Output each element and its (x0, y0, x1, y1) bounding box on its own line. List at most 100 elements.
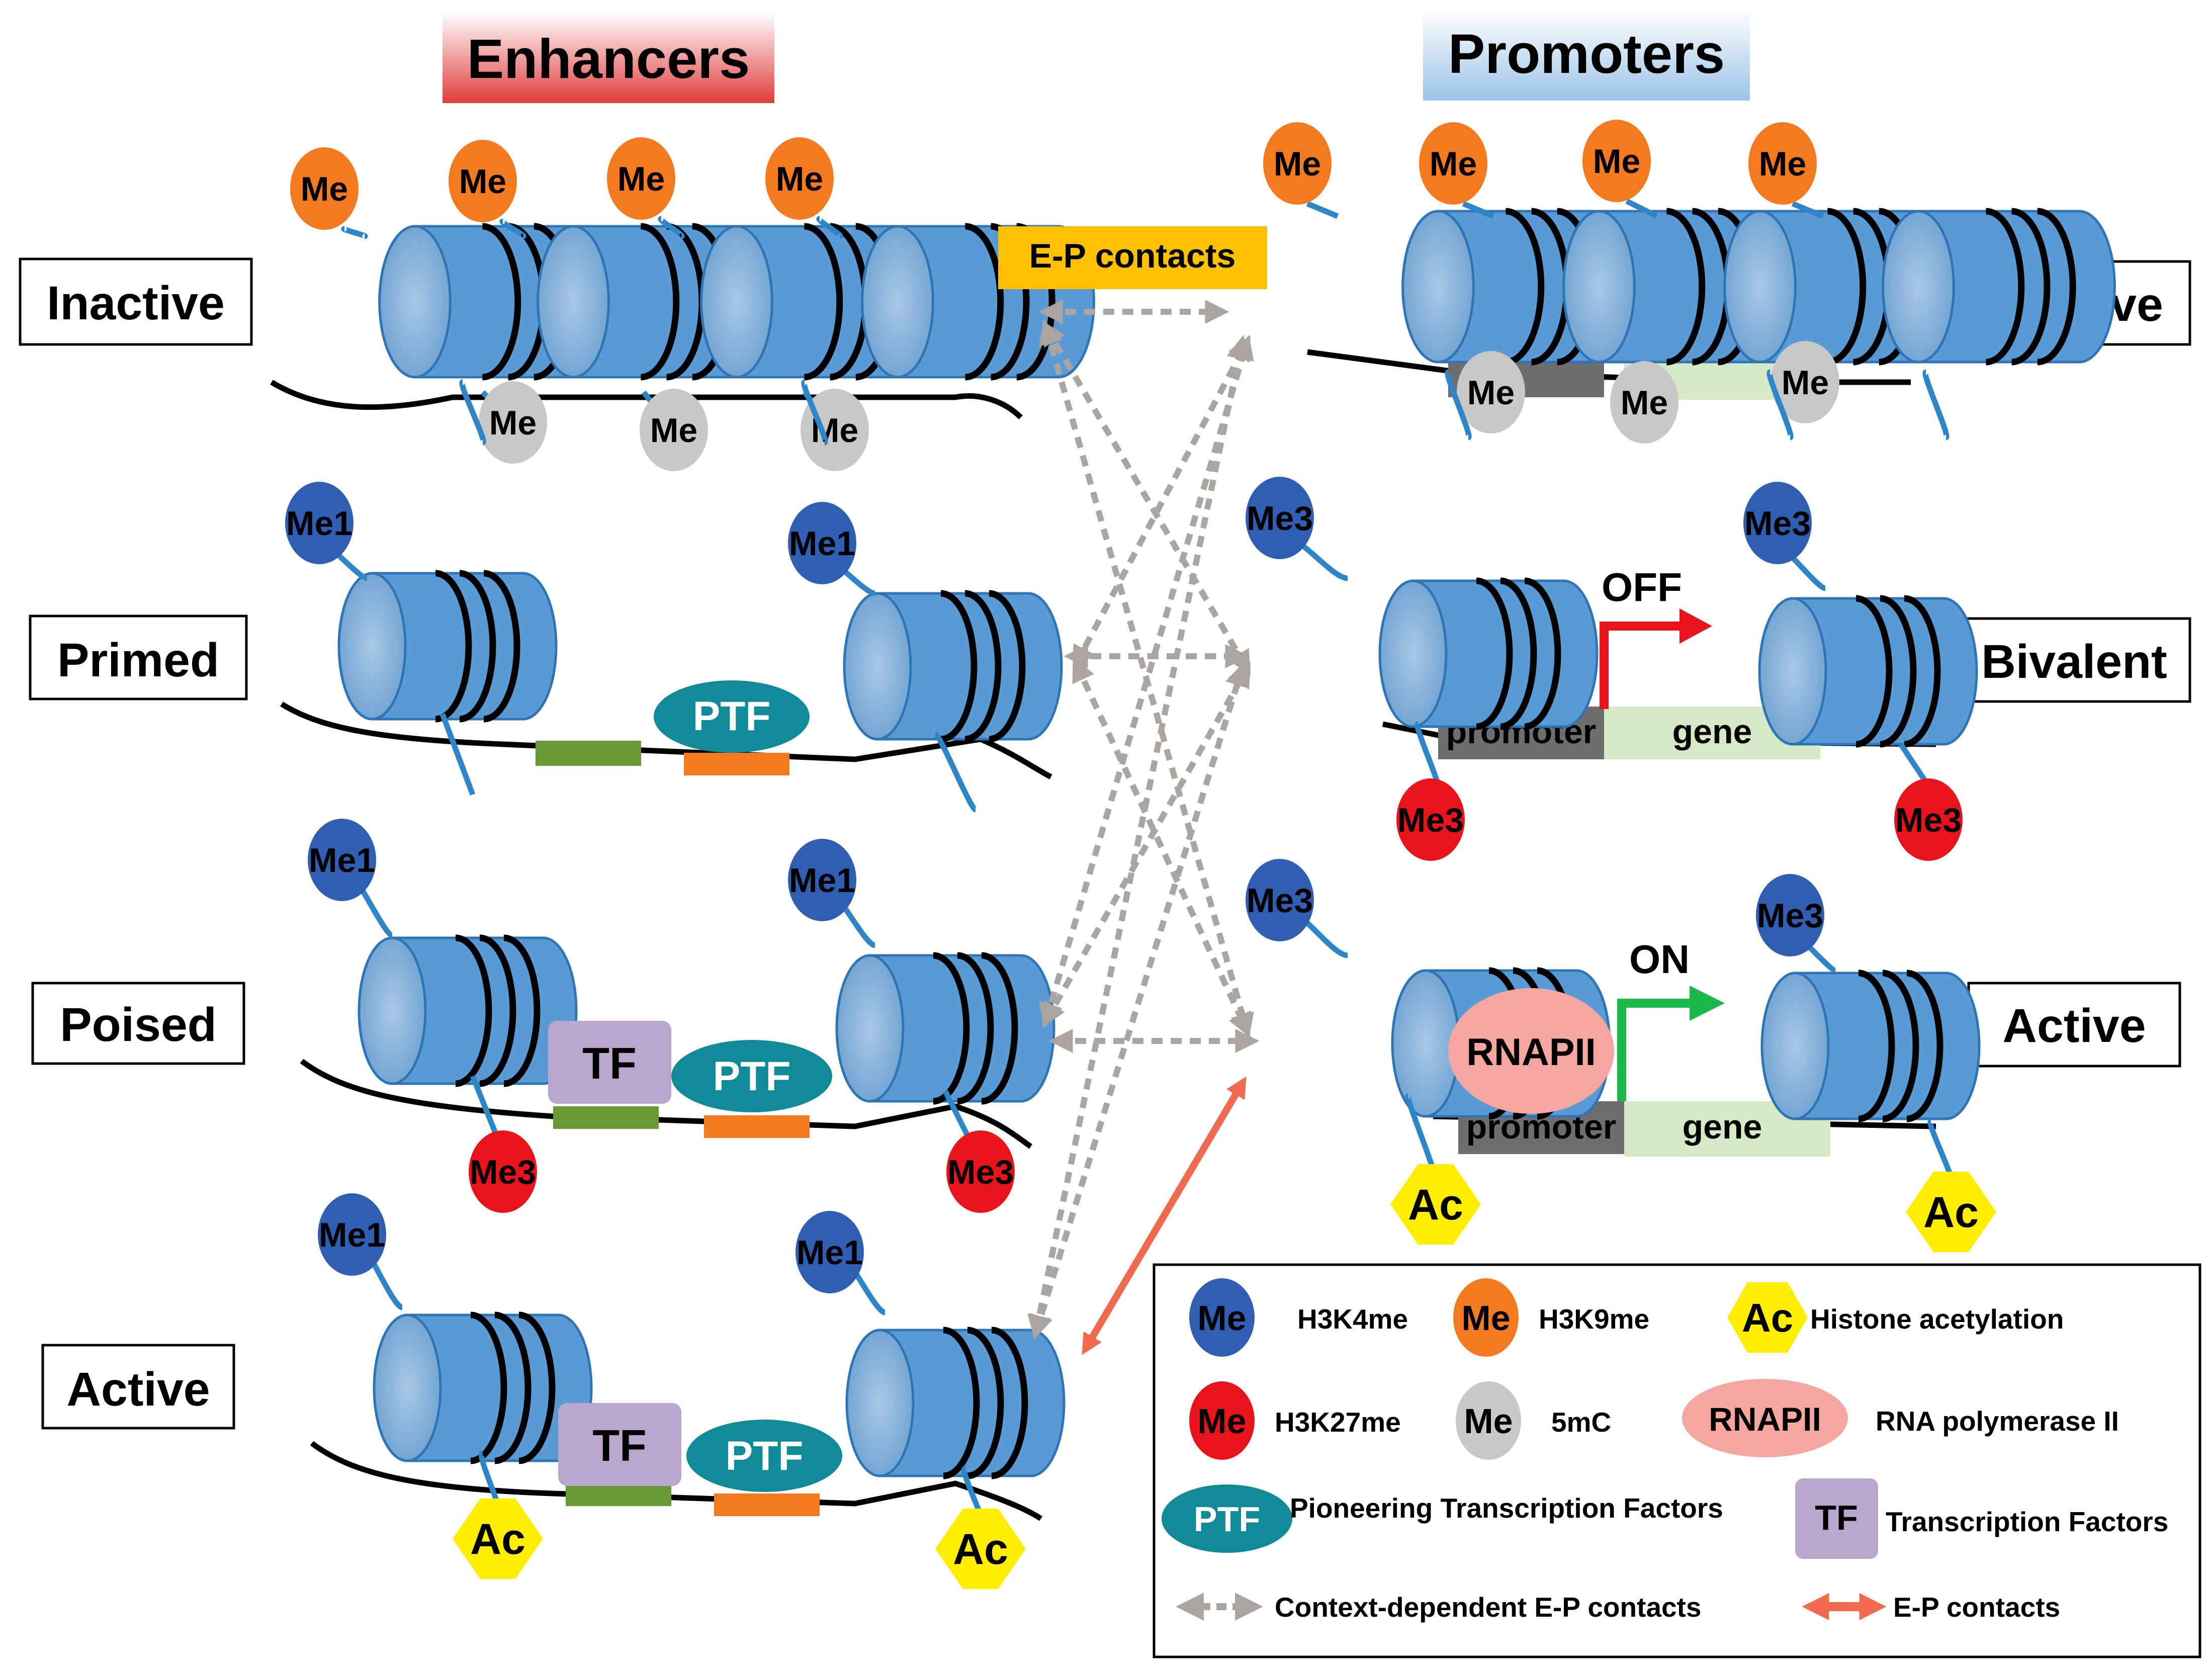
5mc-mark: Me (640, 389, 708, 471)
legend-5mc: Me 5mC (1456, 1381, 1611, 1460)
svg-text:RNAPII: RNAPII (1466, 1031, 1596, 1074)
svg-text:Me1: Me1 (797, 1234, 863, 1272)
svg-text:Me1: Me1 (789, 861, 855, 900)
enhancer-green-segment (566, 1483, 671, 1506)
svg-text:Ac: Ac (953, 1525, 1008, 1573)
h3k4me3-mark: Me3 (1756, 874, 1824, 956)
rnapii-swatch (1682, 1379, 1848, 1457)
nucleosome (845, 1327, 1066, 1479)
svg-text:PTF: PTF (713, 1053, 791, 1099)
acetylation-mark: Ac (1906, 1172, 1996, 1252)
svg-text:Me1: Me1 (789, 524, 855, 563)
svg-text:Promoters: Promoters (1448, 23, 1725, 85)
ptf-poised: PTF (671, 1040, 832, 1112)
svg-text:OFF: OFF (1602, 565, 1682, 609)
nucleosome (843, 590, 1063, 743)
h3k9me-mark: Me (1419, 122, 1487, 205)
svg-text:Me3: Me3 (470, 1153, 536, 1191)
svg-text:H3K9me: H3K9me (1539, 1303, 1649, 1335)
svg-text:Me: Me (776, 160, 823, 198)
legend-context-contacts: Context-dependent E-P contacts (1176, 1592, 1702, 1623)
h3k27me3-mark: Me3 (946, 1130, 1015, 1213)
svg-text:Me3: Me3 (1757, 897, 1823, 935)
svg-text:ON: ON (1629, 937, 1690, 982)
svg-text:Primed: Primed (57, 634, 219, 687)
h3k9me-mark: Me (290, 147, 359, 230)
svg-text:Me: Me (1593, 142, 1640, 181)
on-arrow: ON (1617, 937, 1725, 1101)
nucleosome (1882, 208, 2116, 366)
legend-tf: TF Transcription Factors (1795, 1478, 2168, 1559)
state-enhancer-inactive: Inactive (19, 257, 253, 346)
legend-h3k27me: Me H3K27me (1189, 1381, 1401, 1460)
svg-text:Me: Me (1274, 145, 1321, 183)
ptf-active: PTF (686, 1420, 842, 1492)
svg-text:Me1: Me1 (286, 504, 352, 543)
svg-text:RNA polymerase II: RNA polymerase II (1876, 1405, 2119, 1437)
nucleosome (337, 570, 558, 723)
h3k9me-mark: Me (1582, 120, 1651, 202)
rnapii-active-promoter: RNAPII (1448, 988, 1614, 1114)
svg-text:H3K27me: H3K27me (1275, 1407, 1401, 1438)
enhancer-green-segment (553, 1106, 659, 1129)
svg-text:Me3: Me3 (1397, 801, 1464, 839)
nucleosome (1760, 970, 1981, 1122)
legend-ptf: PTF Pioneering Transcription Factors (1162, 1484, 1723, 1553)
h3k9me-mark: Me (1748, 122, 1817, 205)
h3k9me-swatch (1453, 1278, 1519, 1357)
h3k9me-mark: Me (765, 137, 834, 220)
h3k4me1-mark: Me1 (318, 1193, 386, 1276)
svg-text:TF: TF (592, 1421, 647, 1470)
svg-text:Me: Me (1464, 1401, 1513, 1441)
promoters-header: Promoters (1423, 10, 1750, 101)
svg-text:Me: Me (1621, 384, 1668, 422)
h3k4me3-mark: Me3 (1246, 859, 1314, 941)
enhancer-orange-segment (684, 753, 789, 775)
h3k27me-swatch (1189, 1381, 1255, 1460)
svg-text:Ac: Ac (470, 1515, 525, 1563)
enhancer-orange-segment (714, 1493, 820, 1516)
svg-text:Me1: Me1 (309, 841, 375, 880)
nucleosome (835, 952, 1055, 1105)
svg-text:Me3: Me3 (947, 1153, 1014, 1191)
svg-text:5mC: 5mC (1551, 1407, 1611, 1438)
svg-text:Ac: Ac (1742, 1295, 1793, 1340)
context-dependent-ep-arrows (1027, 300, 1260, 1340)
enhancers-header: Enhancers (443, 13, 774, 103)
svg-text:E-P contacts: E-P contacts (1893, 1592, 2060, 1623)
svg-text:Me: Me (617, 160, 665, 198)
nucleosome (358, 934, 578, 1087)
svg-text:E-P contacts: E-P contacts (1029, 237, 1236, 275)
ptf-primed: PTF (654, 680, 810, 753)
off-arrow: OFF (1600, 565, 1712, 709)
svg-text:Me: Me (1759, 145, 1806, 183)
svg-text:Me: Me (1467, 374, 1515, 412)
5mc-mark: Me (1457, 351, 1525, 433)
svg-text:TF: TF (582, 1038, 637, 1088)
svg-text:Context-dependent E-P contacts: Context-dependent E-P contacts (1275, 1592, 1702, 1623)
tf-active: TF (558, 1403, 681, 1486)
svg-text:Ac: Ac (1408, 1181, 1463, 1229)
acetylation-swatch (1727, 1282, 1808, 1353)
h3k4me1-mark: Me1 (285, 482, 353, 564)
svg-text:gene: gene (1672, 713, 1752, 751)
tf-poised: TF (548, 1021, 671, 1104)
svg-text:Me: Me (459, 162, 506, 201)
svg-text:PTF: PTF (693, 693, 771, 739)
state-promoter-active: Active (1967, 982, 2181, 1068)
svg-text:Poised: Poised (60, 998, 217, 1051)
svg-text:RNAPII: RNAPII (1709, 1400, 1821, 1438)
ep-contacts-label: E-P contacts (998, 226, 1267, 289)
h3k9me-mark: Me (449, 140, 517, 222)
h3k27me3-mark: Me3 (1396, 778, 1465, 861)
svg-text:TF: TF (1815, 1498, 1858, 1537)
svg-text:Me3: Me3 (1744, 504, 1811, 543)
legend-ep-contacts: E-P contacts (1802, 1592, 2060, 1623)
enhancer-orange-segment (704, 1115, 810, 1138)
svg-text:Me: Me (1430, 145, 1477, 183)
nucleosomes (337, 208, 2116, 1479)
legend: Me H3K4me Me H3K9me Ac Histone acetylati… (1153, 1263, 2201, 1658)
nucleosome (1378, 577, 1599, 730)
